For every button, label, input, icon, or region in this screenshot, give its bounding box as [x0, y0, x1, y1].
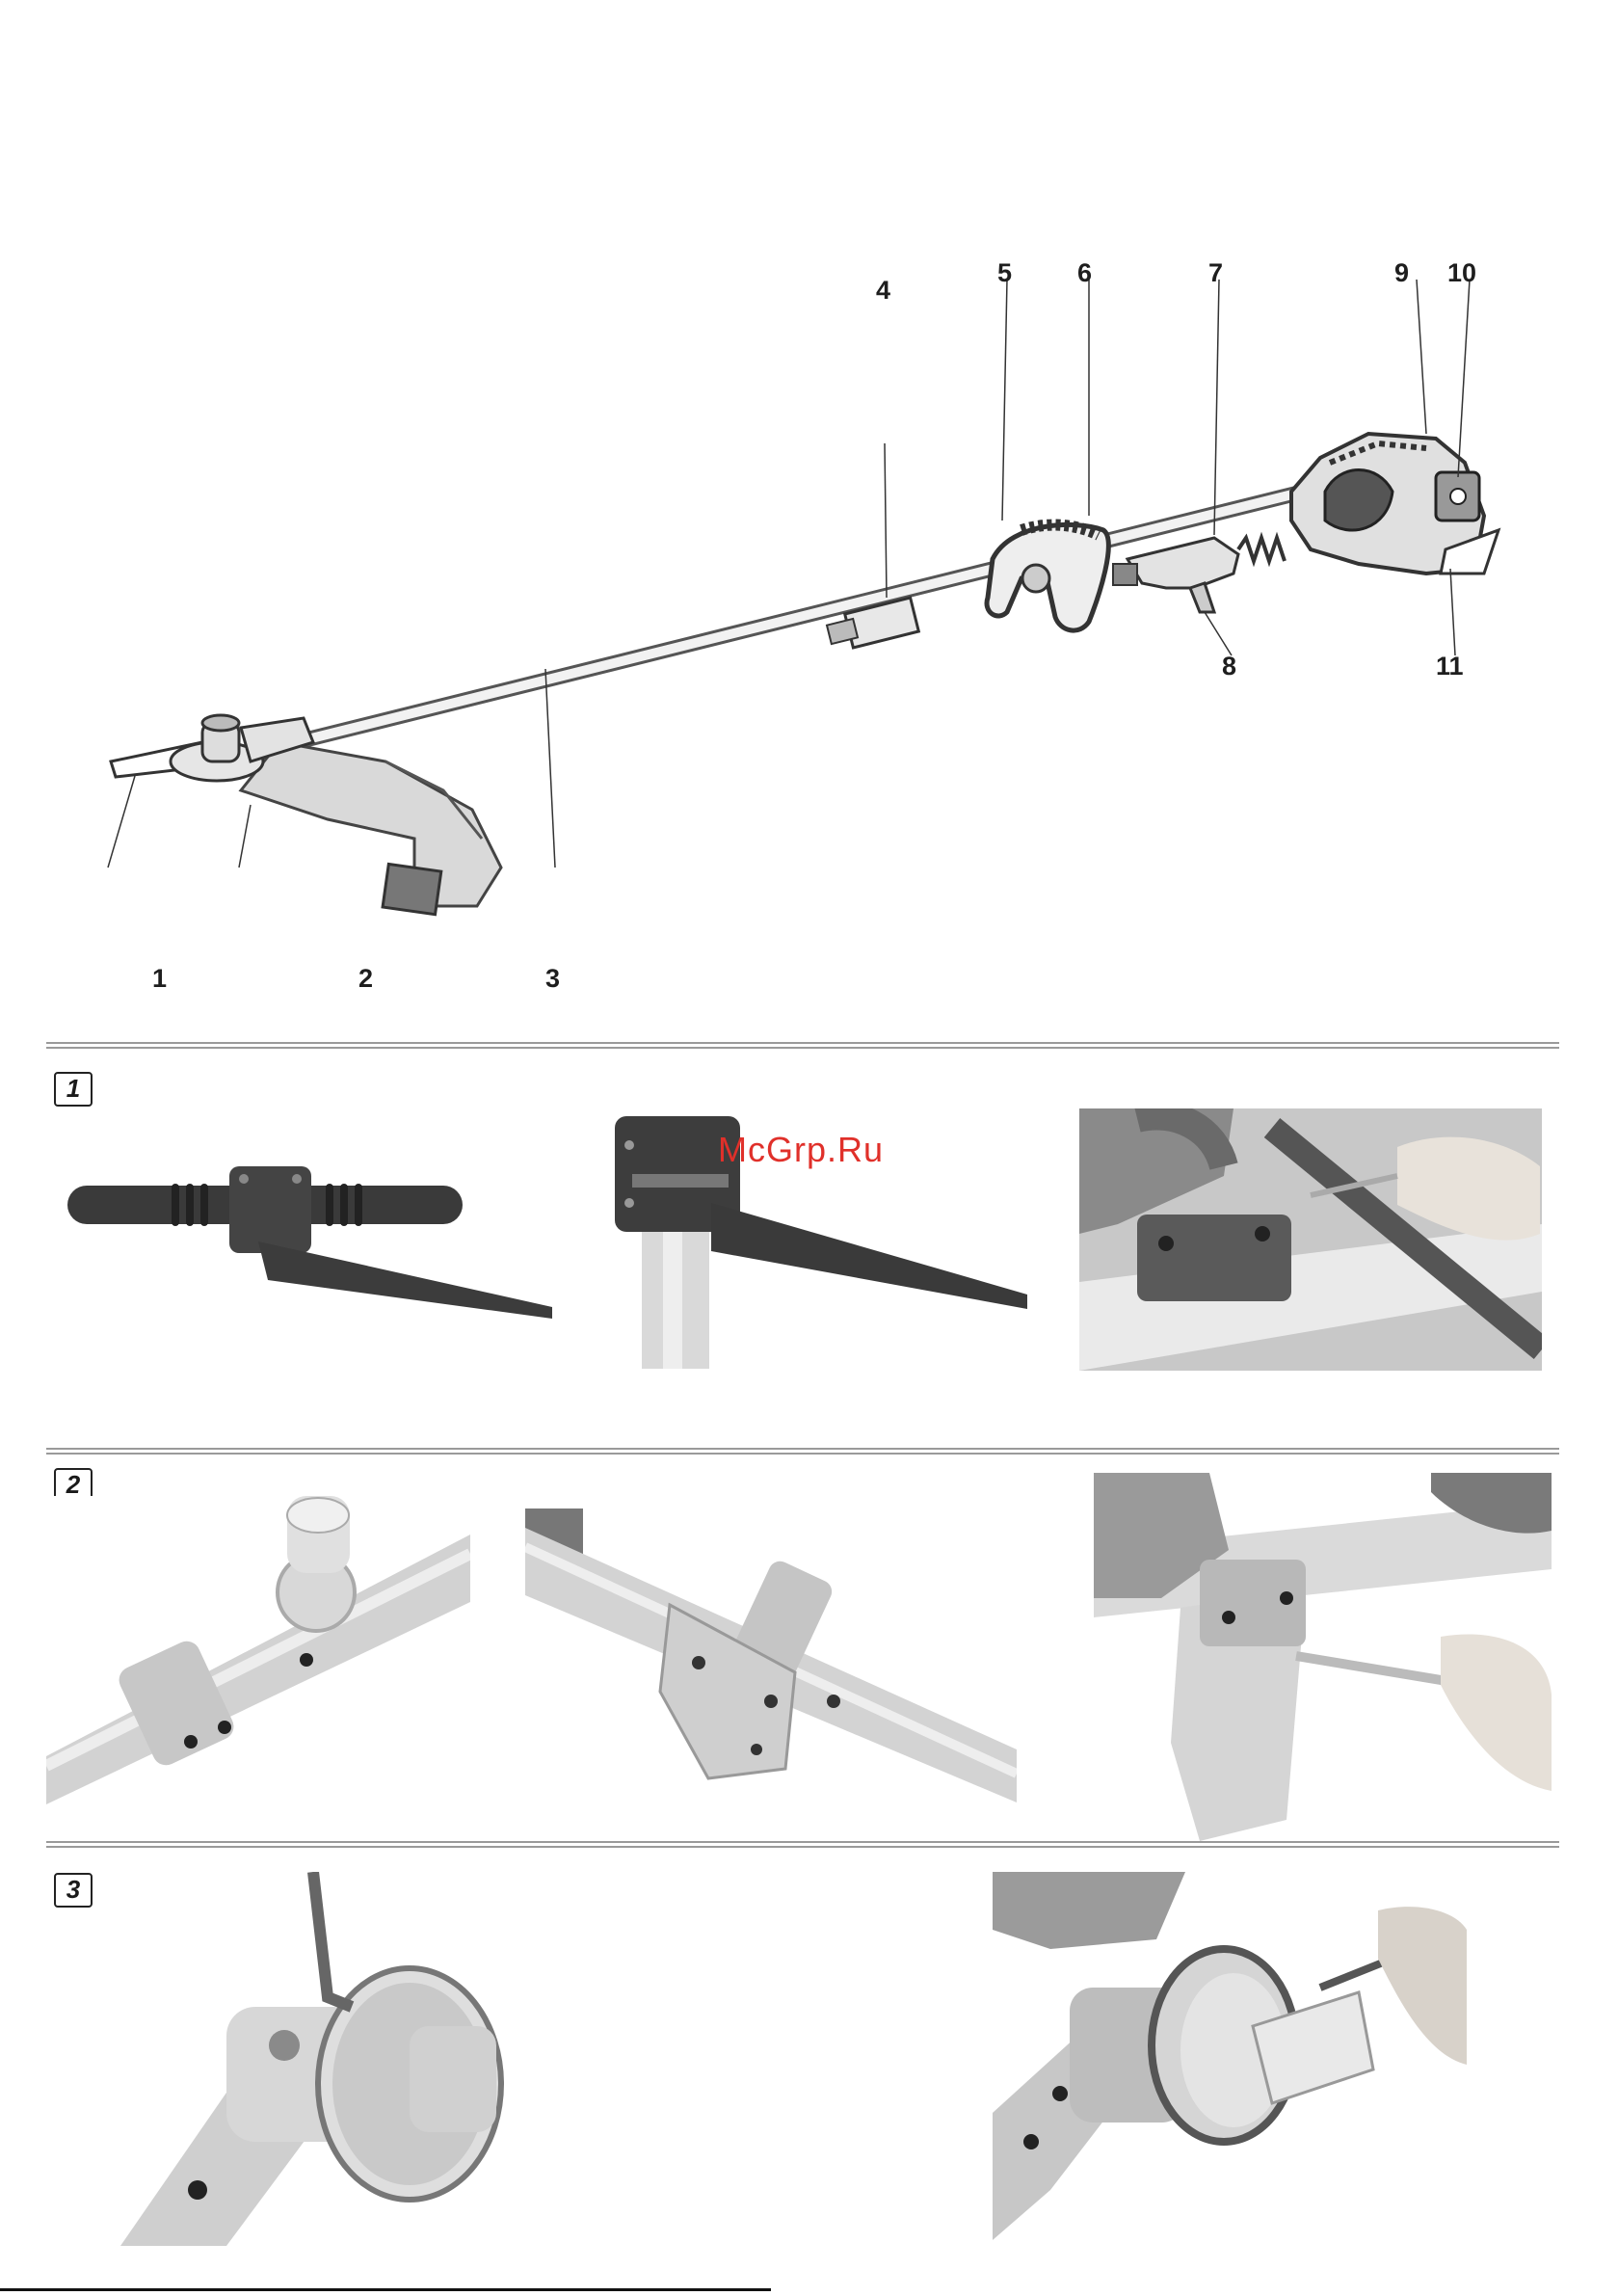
photo-head-hex-key [120, 1872, 525, 2246]
section-divider-2 [46, 1448, 1559, 1455]
photo-gear-head-mount [46, 1496, 470, 1804]
step-badge-1: 1 [54, 1072, 93, 1107]
watermark: McGrp.Ru [718, 1130, 884, 1170]
step-badge-3: 3 [54, 1873, 93, 1908]
callout-8: 8 [1222, 652, 1236, 681]
callout-2: 2 [358, 964, 373, 994]
photo-guard-tightening [1094, 1473, 1552, 1841]
trimmer-overview-diagram [96, 241, 1542, 1012]
trimmer-illustration [96, 241, 1542, 1012]
callout-3: 3 [545, 964, 560, 994]
section-divider-1 [46, 1042, 1559, 1049]
photo-handle-tightening [1079, 1108, 1542, 1371]
section-divider-3 [46, 1841, 1559, 1848]
photo-handle-full [66, 1145, 557, 1328]
footer-rule [0, 2288, 771, 2291]
callout-4: 4 [876, 276, 890, 306]
callout-9: 9 [1394, 258, 1409, 288]
photo-guard-bracket [525, 1508, 1017, 1802]
photo-head-removal [993, 1872, 1467, 2240]
callout-5: 5 [997, 258, 1012, 288]
callout-7: 7 [1208, 258, 1223, 288]
callout-6: 6 [1077, 258, 1092, 288]
callout-11: 11 [1436, 652, 1464, 681]
callout-10: 10 [1447, 258, 1476, 288]
callout-1: 1 [152, 964, 167, 994]
